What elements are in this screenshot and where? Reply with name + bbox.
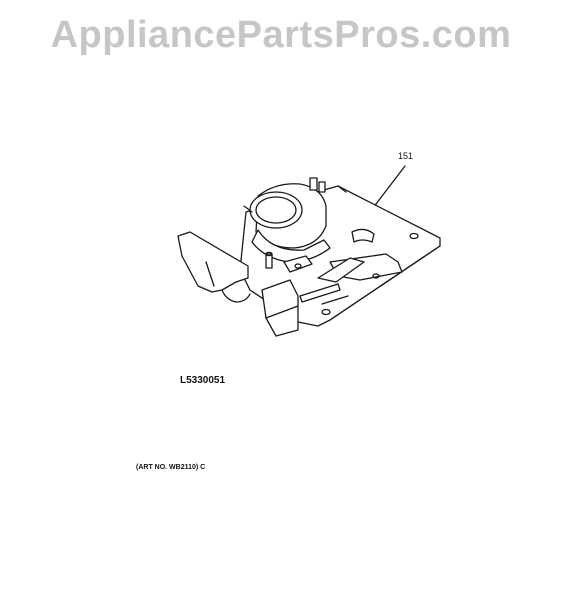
drive-post [265, 253, 273, 269]
motor-face-inner [255, 196, 297, 224]
drawing-id: L5330051 [180, 375, 226, 386]
plate-front-edge [329, 245, 441, 321]
mount-hole-1 [409, 232, 419, 240]
art-number-note: (ART NO. WB2110) C [136, 464, 206, 471]
motor-terminal-lead [243, 205, 253, 213]
front-tab-fold [265, 305, 299, 319]
callout-leader-line [375, 165, 406, 205]
cam-pivot [294, 263, 302, 269]
motor-terminal-2 [318, 181, 326, 193]
site-watermark: AppliancePartsPros.com [50, 14, 512, 56]
plate-back-edge [337, 185, 347, 193]
bracket-arm [317, 257, 365, 283]
motor-terminal-1 [309, 177, 318, 191]
drive-post-cap [265, 251, 273, 257]
plate-slot-2 [321, 295, 349, 305]
left-flange [177, 231, 249, 293]
mount-hole-3 [372, 273, 380, 279]
callout-part-number: 151 [398, 151, 414, 161]
mount-hole-2 [321, 308, 331, 316]
bracket-hook [351, 228, 375, 243]
left-flange-slot [205, 261, 215, 287]
plate-slot-1 [299, 283, 341, 303]
left-flange-curl [221, 289, 251, 303]
